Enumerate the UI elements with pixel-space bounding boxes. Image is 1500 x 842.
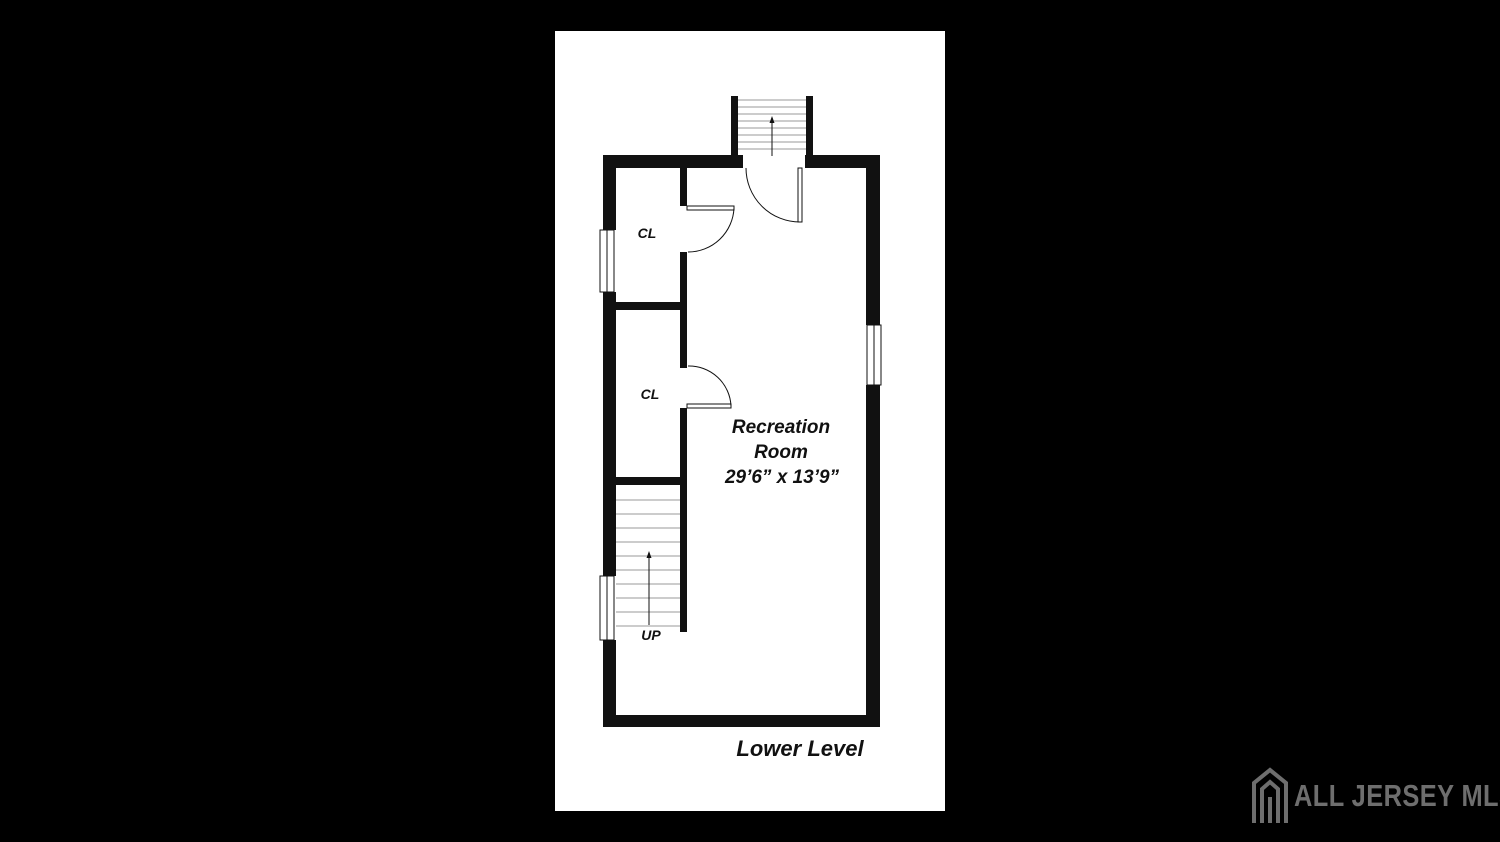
house-logo-icon xyxy=(1252,767,1288,823)
closet-lower-label: CL xyxy=(641,386,660,402)
recreation-room-label-line2: Room xyxy=(754,442,808,463)
exterior-walls xyxy=(603,155,880,727)
interior-stairs xyxy=(616,499,680,627)
entry-door xyxy=(745,167,803,223)
closet-upper-label: CL xyxy=(638,225,657,241)
window-left-lower xyxy=(599,575,615,641)
recreation-room-label-line1: Recreation xyxy=(732,417,830,438)
window-right xyxy=(866,324,882,386)
entry-stairs xyxy=(731,96,813,158)
interior-walls xyxy=(616,168,687,632)
closet-upper-door xyxy=(686,205,735,253)
level-caption: Lower Level xyxy=(736,736,864,761)
stair-up-label: UP xyxy=(641,627,661,643)
window-left-upper xyxy=(599,229,615,293)
recreation-room-dimensions: 29’6” x 13’9” xyxy=(724,467,840,488)
watermark-text: ALL JERSEY MLS xyxy=(1294,778,1500,813)
mls-watermark: ALL JERSEY MLS xyxy=(1252,767,1500,825)
closet-lower-door xyxy=(686,365,732,409)
